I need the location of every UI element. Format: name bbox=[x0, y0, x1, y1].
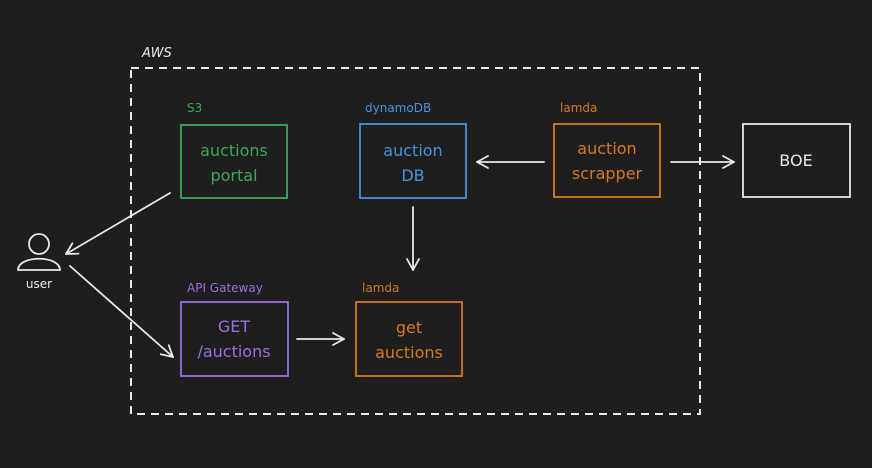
boe-box bbox=[742, 123, 851, 198]
node-auction-db: dynamoDB auction DB bbox=[359, 101, 467, 199]
node-auction-scrapper: lamda auction scrapper bbox=[553, 101, 661, 198]
node-auctions-portal: S3 auctions portal bbox=[180, 101, 288, 199]
node-get-auctions-api: API Gateway GET /auctions bbox=[180, 281, 289, 377]
service-label-dynamodb: dynamoDB bbox=[365, 101, 431, 115]
user-label: user bbox=[26, 277, 52, 291]
service-label-api-gateway: API Gateway bbox=[187, 281, 263, 295]
connectors bbox=[65, 155, 735, 358]
aws-label: AWS bbox=[141, 46, 172, 61]
service-label-s3: S3 bbox=[187, 101, 202, 115]
service-label-lamda-scrapper: lamda bbox=[560, 101, 597, 115]
get-auctions-api-line2: /auctions bbox=[197, 342, 270, 361]
auction-db-box bbox=[359, 123, 467, 199]
node-get-auctions-lambda: lamda get auctions bbox=[355, 281, 463, 377]
get-auctions-lambda-line1: get bbox=[396, 318, 422, 337]
get-auctions-lambda-box bbox=[355, 301, 463, 377]
auction-scrapper-line1: auction bbox=[577, 139, 636, 158]
auctions-portal-line2: portal bbox=[210, 166, 257, 185]
auction-scrapper-line2: scrapper bbox=[572, 164, 643, 183]
get-auctions-api-line1: GET bbox=[218, 317, 251, 336]
auctions-portal-line1: auctions bbox=[200, 141, 268, 160]
aws-boundary: AWS bbox=[130, 46, 701, 415]
auction-db-line1: auction bbox=[383, 141, 442, 160]
user-icon bbox=[17, 233, 61, 271]
auction-db-line2: DB bbox=[401, 166, 424, 185]
get-auctions-api-box bbox=[180, 301, 289, 377]
aws-region-box bbox=[130, 67, 701, 415]
arrow-portal-to-user bbox=[65, 192, 171, 255]
auctions-portal-box bbox=[180, 124, 288, 199]
node-boe: BOE bbox=[742, 123, 851, 198]
auction-scrapper-box bbox=[553, 123, 661, 198]
get-auctions-lambda-line2: auctions bbox=[375, 343, 443, 362]
arrow-user-to-api bbox=[69, 265, 174, 358]
user-actor: user bbox=[17, 233, 61, 291]
service-label-lamda-get: lamda bbox=[362, 281, 399, 295]
boe-label: BOE bbox=[779, 151, 812, 170]
